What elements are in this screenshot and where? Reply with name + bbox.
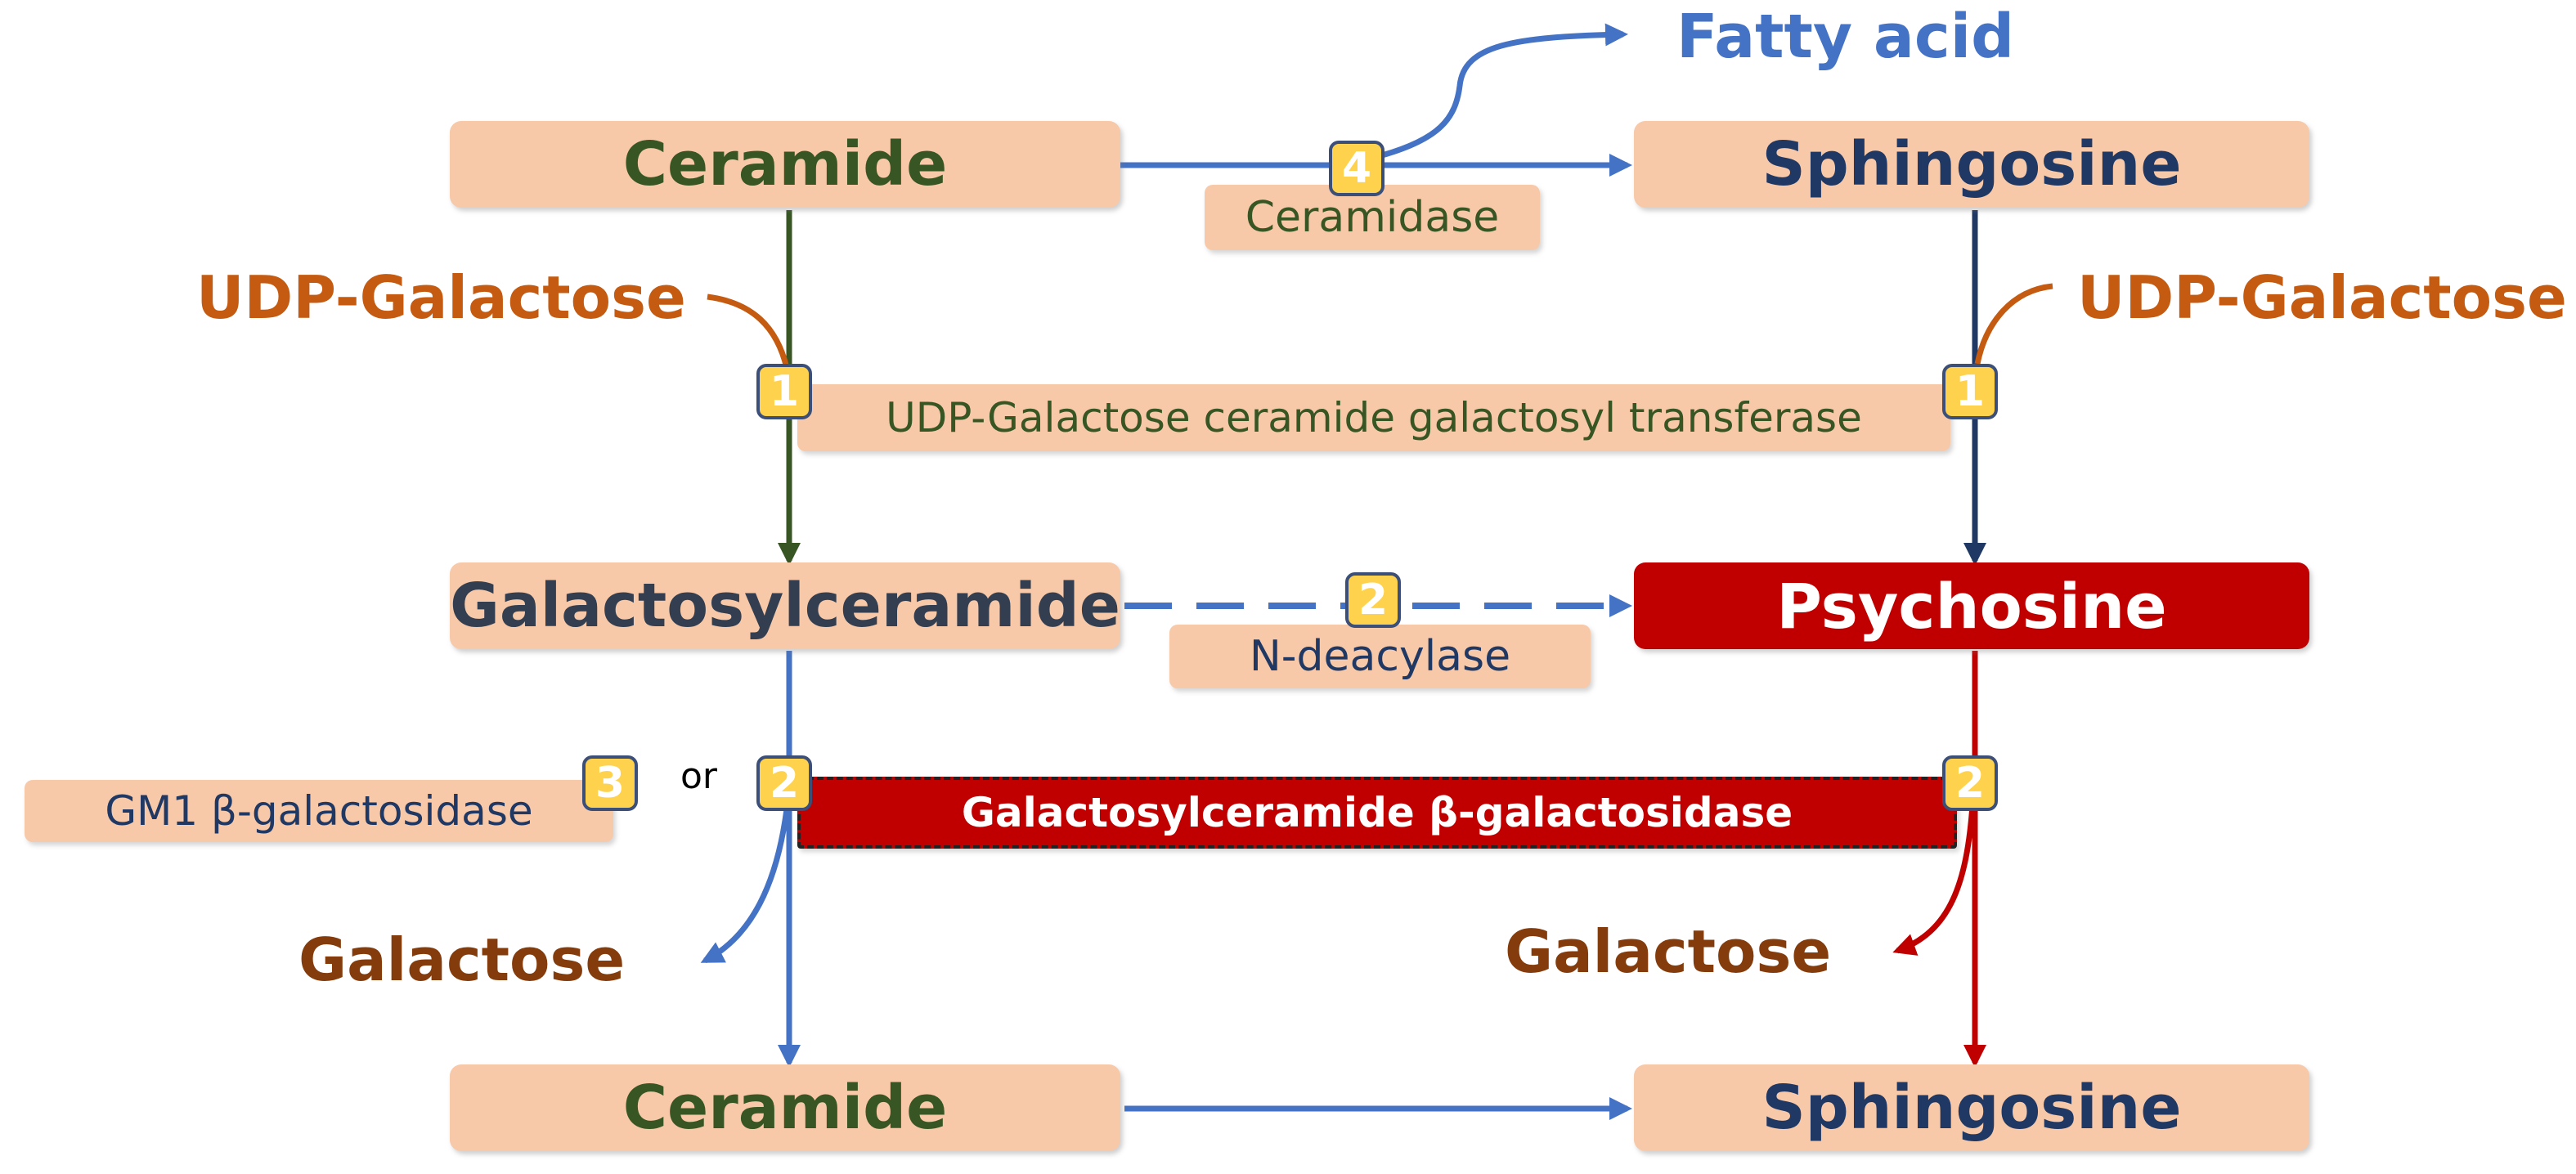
gm1-beta-galactosidase-label: GM1 β-galactosidase bbox=[105, 787, 533, 835]
sphingosine-bottom-node: Sphingosine bbox=[1634, 1064, 2309, 1151]
galactose-left-label: Galactose bbox=[298, 925, 626, 994]
fatty-acid-label: Fatty acid bbox=[1676, 2, 2015, 72]
ceramide-bottom-label: Ceramide bbox=[622, 1073, 948, 1143]
udp-galactose-left-label: UDP-Galactose bbox=[196, 263, 686, 332]
sphingosine-bottom-label: Sphingosine bbox=[1761, 1073, 2182, 1143]
step-badge-galc-right: 2 bbox=[1942, 755, 1998, 811]
gm1-beta-galactosidase-enzyme: GM1 β-galactosidase bbox=[25, 780, 613, 842]
step-badge-transferase-left: 1 bbox=[756, 364, 812, 419]
galactosylceramide-beta-galactosidase-label: Galactosylceramide β-galactosidase bbox=[961, 789, 1793, 836]
arrow-udp-galactose-right bbox=[1974, 283, 2053, 365]
transferase-enzyme: UDP-Galactose ceramide galactosyl transf… bbox=[797, 384, 1950, 451]
psychosine-label: Psychosine bbox=[1776, 569, 2167, 643]
step-badge-galc-left: 2 bbox=[756, 755, 812, 811]
sphingosine-top-node: Sphingosine bbox=[1634, 121, 2309, 208]
arrow-galactose-left bbox=[700, 809, 790, 964]
psychosine-node: Psychosine bbox=[1634, 562, 2309, 649]
galactosylceramide-beta-galactosidase-enzyme: Galactosylceramide β-galactosidase bbox=[797, 777, 1957, 849]
galactose-right-label: Galactose bbox=[1505, 917, 1832, 986]
step-badge-ceramidase: 4 bbox=[1329, 141, 1384, 196]
galactosylceramide-node: Galactosylceramide bbox=[450, 562, 1120, 649]
arrow-udp-galactose-left bbox=[707, 294, 790, 369]
step-badge-gm1: 3 bbox=[582, 755, 638, 811]
udp-galactose-right-label: UDP-Galactose bbox=[2077, 263, 2567, 332]
arrow-fatty-acid bbox=[1381, 23, 1628, 159]
step-badge-n-deacylase: 2 bbox=[1345, 572, 1401, 628]
arrow-galactose-right bbox=[1892, 804, 1976, 956]
sphingosine-top-label: Sphingosine bbox=[1761, 129, 2182, 199]
transferase-label: UDP-Galactose ceramide galactosyl transf… bbox=[886, 394, 1862, 441]
galactosylceramide-label: Galactosylceramide bbox=[450, 571, 1120, 641]
ceramide-bottom-node: Ceramide bbox=[450, 1064, 1120, 1151]
step-badge-transferase-right: 1 bbox=[1942, 364, 1998, 419]
ceramide-top-label: Ceramide bbox=[622, 129, 948, 199]
ceramide-top-node: Ceramide bbox=[450, 121, 1120, 208]
n-deacylase-label: N-deacylase bbox=[1249, 632, 1511, 681]
or-text: or bbox=[680, 755, 718, 797]
n-deacylase-enzyme: N-deacylase bbox=[1169, 625, 1591, 688]
ceramidase-label: Ceramidase bbox=[1245, 193, 1500, 242]
